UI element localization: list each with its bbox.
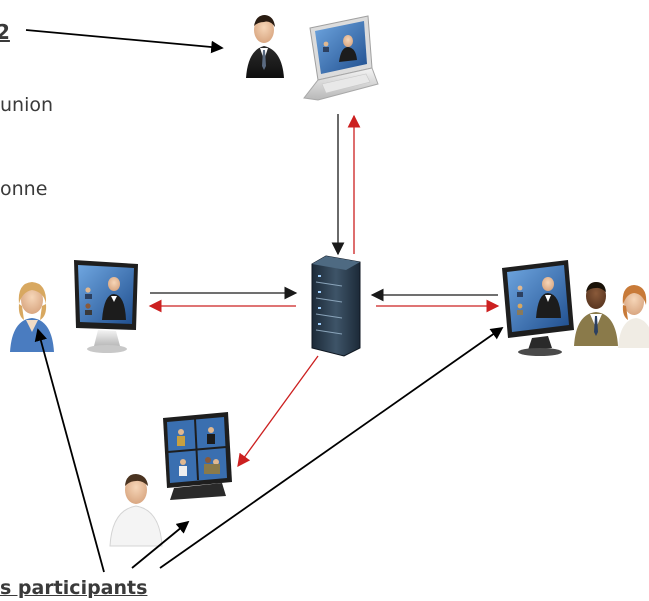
laptop-icon <box>303 15 379 101</box>
participants-label: s participants <box>0 577 148 599</box>
server-rack-icon <box>311 255 361 357</box>
right-monitor-icon <box>502 260 574 356</box>
description-line-2: onne <box>0 178 48 200</box>
organizer-person-icon <box>246 15 284 78</box>
server-to-multiview-arrow <box>237 355 319 468</box>
description-line-1: union <box>0 94 54 116</box>
left-desktop-monitor-icon <box>74 260 138 353</box>
right-monitor-pointer-arrow <box>159 326 504 569</box>
multiview-monitor-icon <box>163 412 232 500</box>
organizer-label: 2 <box>0 20 10 44</box>
pointer-arrows <box>25 29 504 573</box>
request-arrows <box>150 114 498 302</box>
organizer-pointer-arrow <box>25 29 224 54</box>
man-pointer-arrow <box>131 520 190 569</box>
response-arrows <box>148 114 500 468</box>
two-participants-icon <box>574 282 649 348</box>
woman-pointer-arrow <box>34 328 105 573</box>
man-participant-icon <box>109 474 163 547</box>
woman-participant-icon <box>10 282 54 352</box>
